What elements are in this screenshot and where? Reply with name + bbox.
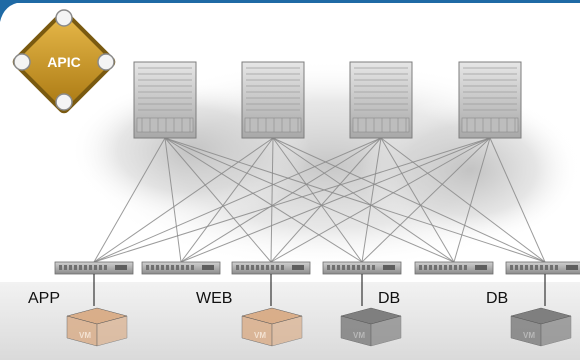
tier-layer: APP VM WEB VM DB VM DB VM — [28, 274, 572, 347]
fabric-link — [180, 137, 382, 263]
fabric-link — [380, 137, 546, 263]
leaf-switch-icon[interactable] — [141, 261, 221, 275]
leaf-switch-icon[interactable] — [54, 261, 134, 275]
fabric-link — [361, 137, 382, 263]
spine-layer — [133, 61, 522, 139]
tier-label: DB — [378, 290, 400, 307]
fabric-link — [180, 137, 274, 263]
leaf-switch-icon[interactable] — [322, 261, 402, 275]
vm-icon[interactable]: VM — [340, 307, 402, 347]
fabric-link — [164, 137, 272, 263]
fabric-link — [270, 137, 274, 263]
leaf-switch-icon[interactable] — [505, 261, 580, 275]
spine-switch-icon[interactable] — [349, 61, 413, 139]
fabric-link — [453, 137, 491, 263]
apic-right-node-icon — [97, 53, 115, 71]
vm-label: VM — [353, 331, 365, 340]
fabric-link — [380, 137, 455, 263]
apic-top-node-icon — [55, 9, 73, 27]
spine-switch-icon[interactable] — [133, 61, 197, 139]
leaf-switch-icon[interactable] — [414, 261, 494, 275]
fabric-link — [164, 137, 455, 263]
tier-label: WEB — [196, 290, 232, 307]
leaf-layer — [54, 261, 580, 275]
fabric-link — [270, 137, 491, 263]
fabric-link — [270, 137, 382, 263]
spine-switch-icon[interactable] — [458, 61, 522, 139]
apic-left-node-icon — [13, 53, 31, 71]
spine-switch-icon[interactable] — [241, 61, 305, 139]
vm-label: VM — [79, 331, 91, 340]
fabric-links — [93, 137, 546, 263]
tier-label: DB — [486, 290, 508, 307]
vm-icon[interactable]: VM — [510, 307, 572, 347]
vm-icon[interactable]: VM — [241, 307, 303, 347]
leaf-switch-icon[interactable] — [231, 261, 311, 275]
fabric-link — [93, 137, 491, 263]
fabric-link — [361, 137, 491, 263]
vm-label: VM — [523, 331, 535, 340]
fabric-link — [164, 137, 546, 263]
fabric-link — [164, 137, 363, 263]
fabric-link — [164, 137, 182, 263]
vm-icon[interactable]: VM — [66, 307, 128, 347]
tier-label: APP — [28, 290, 60, 307]
apic-label: APIC — [47, 54, 80, 70]
fabric-link — [489, 137, 546, 263]
apic-controller[interactable]: APIC — [10, 8, 117, 115]
apic-bottom-node-icon — [55, 93, 73, 111]
fabric-link — [272, 137, 363, 263]
fabric-link — [93, 137, 166, 263]
fabric-link — [272, 137, 546, 263]
fabric-link — [180, 137, 491, 263]
frame-accent — [0, 0, 580, 22]
fabric-link — [272, 137, 455, 263]
fabric-link — [93, 137, 382, 263]
frame-border — [0, 0, 580, 3]
fabric-link — [93, 137, 274, 263]
vm-label: VM — [254, 331, 266, 340]
